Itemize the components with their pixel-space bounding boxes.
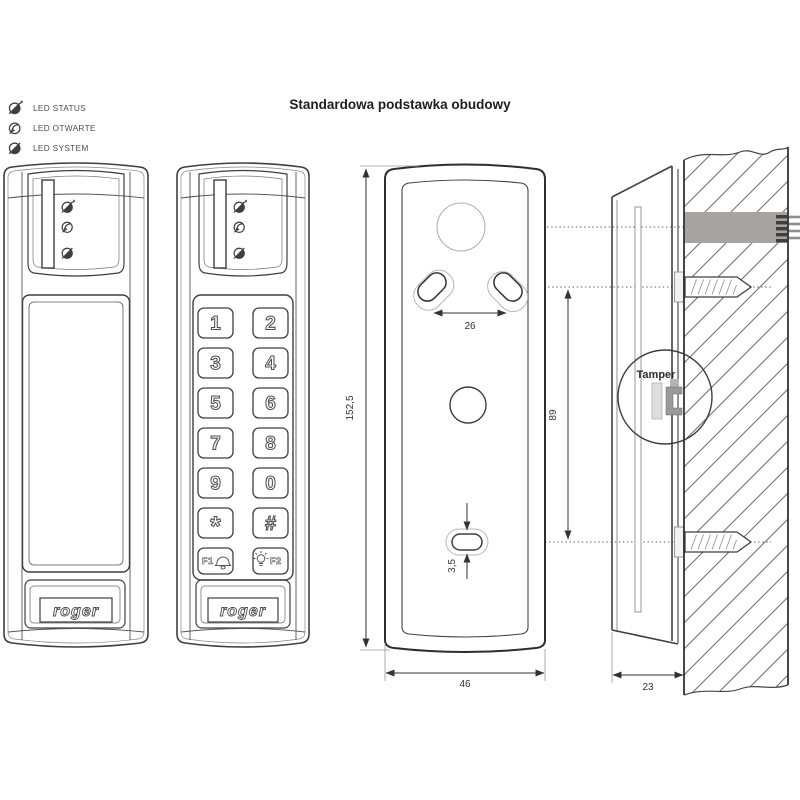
dim-height-label: 152,5: [345, 395, 356, 420]
led-open-icon: [7, 120, 24, 135]
housing-outline: [3, 162, 149, 648]
brand-logo: roger: [220, 603, 266, 620]
dim-depth-label: 23: [642, 682, 654, 693]
key-label: 6: [265, 394, 276, 415]
key-label: 3: [210, 354, 221, 375]
base-plate-rear-view: [384, 163, 546, 653]
key-star: [197, 507, 234, 539]
led-status-icon: [7, 100, 24, 115]
device-side-profile: [611, 165, 679, 645]
key-label: 4: [265, 354, 276, 375]
key-label-hash: #: [265, 513, 276, 535]
key-4: [252, 347, 289, 379]
key-label: 7: [210, 434, 221, 455]
key-label: 0: [265, 474, 276, 495]
mounting-slot-left: [413, 269, 455, 311]
keypad-buttons: [197, 307, 289, 575]
key-hash: [252, 507, 289, 539]
reader-front-view: roger: [3, 162, 149, 648]
key-label-f1: F1: [202, 556, 214, 566]
front-panel: [21, 294, 131, 573]
legend-item-otwarte: LED OTWARTE: [7, 120, 96, 135]
cable-duct: [684, 212, 800, 243]
mounting-screw-top: [674, 271, 753, 303]
dim-width-label: 46: [459, 679, 471, 690]
key-label: 1: [210, 314, 221, 335]
brand-logo: roger: [53, 603, 99, 620]
logo-section: [24, 579, 126, 629]
key-0: [252, 467, 289, 499]
key-2: [252, 307, 289, 339]
tamper-callout-circle: [617, 349, 713, 445]
top-band-line: [180, 193, 306, 199]
logo-box: [207, 597, 279, 623]
key-label: 2: [265, 314, 276, 335]
tamper-detail: Tamper: [617, 349, 713, 445]
legend-label: LED STATUS: [33, 102, 86, 113]
page-title: Standardowa podstawka obudowy: [289, 97, 511, 112]
base-plate-outline: [384, 163, 546, 653]
key-f2: [252, 547, 289, 575]
key-label: 9: [210, 474, 221, 495]
led-window-bar: [213, 179, 227, 269]
key-label: 5: [210, 394, 221, 415]
led-window-edge: [634, 206, 642, 613]
legend-item-system: LED SYSTEM: [7, 140, 96, 155]
mounting-screw-bottom: [674, 526, 753, 558]
bulb-icon: [253, 551, 269, 566]
key-8: [252, 427, 289, 459]
top-band-line: [7, 193, 145, 199]
cable-hole: [436, 202, 486, 252]
key-3: [197, 347, 234, 379]
legend-item-status: LED STATUS: [7, 100, 96, 115]
key-6: [252, 387, 289, 419]
led-legend: LED STATUS LED OTWARTE LED SYSTEM: [7, 100, 96, 155]
key-7: [197, 427, 234, 459]
key-label-f2: F2: [270, 556, 282, 566]
legend-label: LED OTWARTE: [33, 122, 96, 133]
led-panel: [198, 169, 288, 277]
key-1: [197, 307, 234, 339]
logo-box: [39, 597, 113, 623]
dim-slot-width-label: 3,5: [447, 559, 458, 573]
led-panel: [27, 169, 125, 277]
tamper-label: Tamper: [637, 369, 677, 381]
key-f1: [197, 547, 234, 575]
bell-icon: [214, 556, 232, 570]
mounting-drawing: 152,5 26 89 3,5 46 23: [345, 146, 800, 696]
led-system-icon: [7, 140, 24, 155]
led-window-bar: [41, 179, 55, 269]
legend-label: LED SYSTEM: [33, 142, 89, 153]
dimension-lines: [360, 165, 684, 683]
housing-outline: [176, 162, 310, 648]
tamper-switch: [665, 386, 683, 416]
cable-wires: [788, 215, 800, 240]
keypad-reader-front-view: 1 2 3 4 5 6 7 8 9 0 * # F1: [176, 162, 310, 648]
dim-hole-spacing-label: 26: [464, 321, 476, 332]
key-9: [197, 467, 234, 499]
key-5: [197, 387, 234, 419]
logo-section: [195, 579, 291, 629]
key-label-star: *: [210, 511, 221, 541]
dim-hole-to-slot-label: 89: [548, 409, 559, 421]
key-label: 8: [265, 434, 276, 455]
center-hole: [449, 386, 487, 424]
mounting-slot-right: [487, 271, 529, 313]
